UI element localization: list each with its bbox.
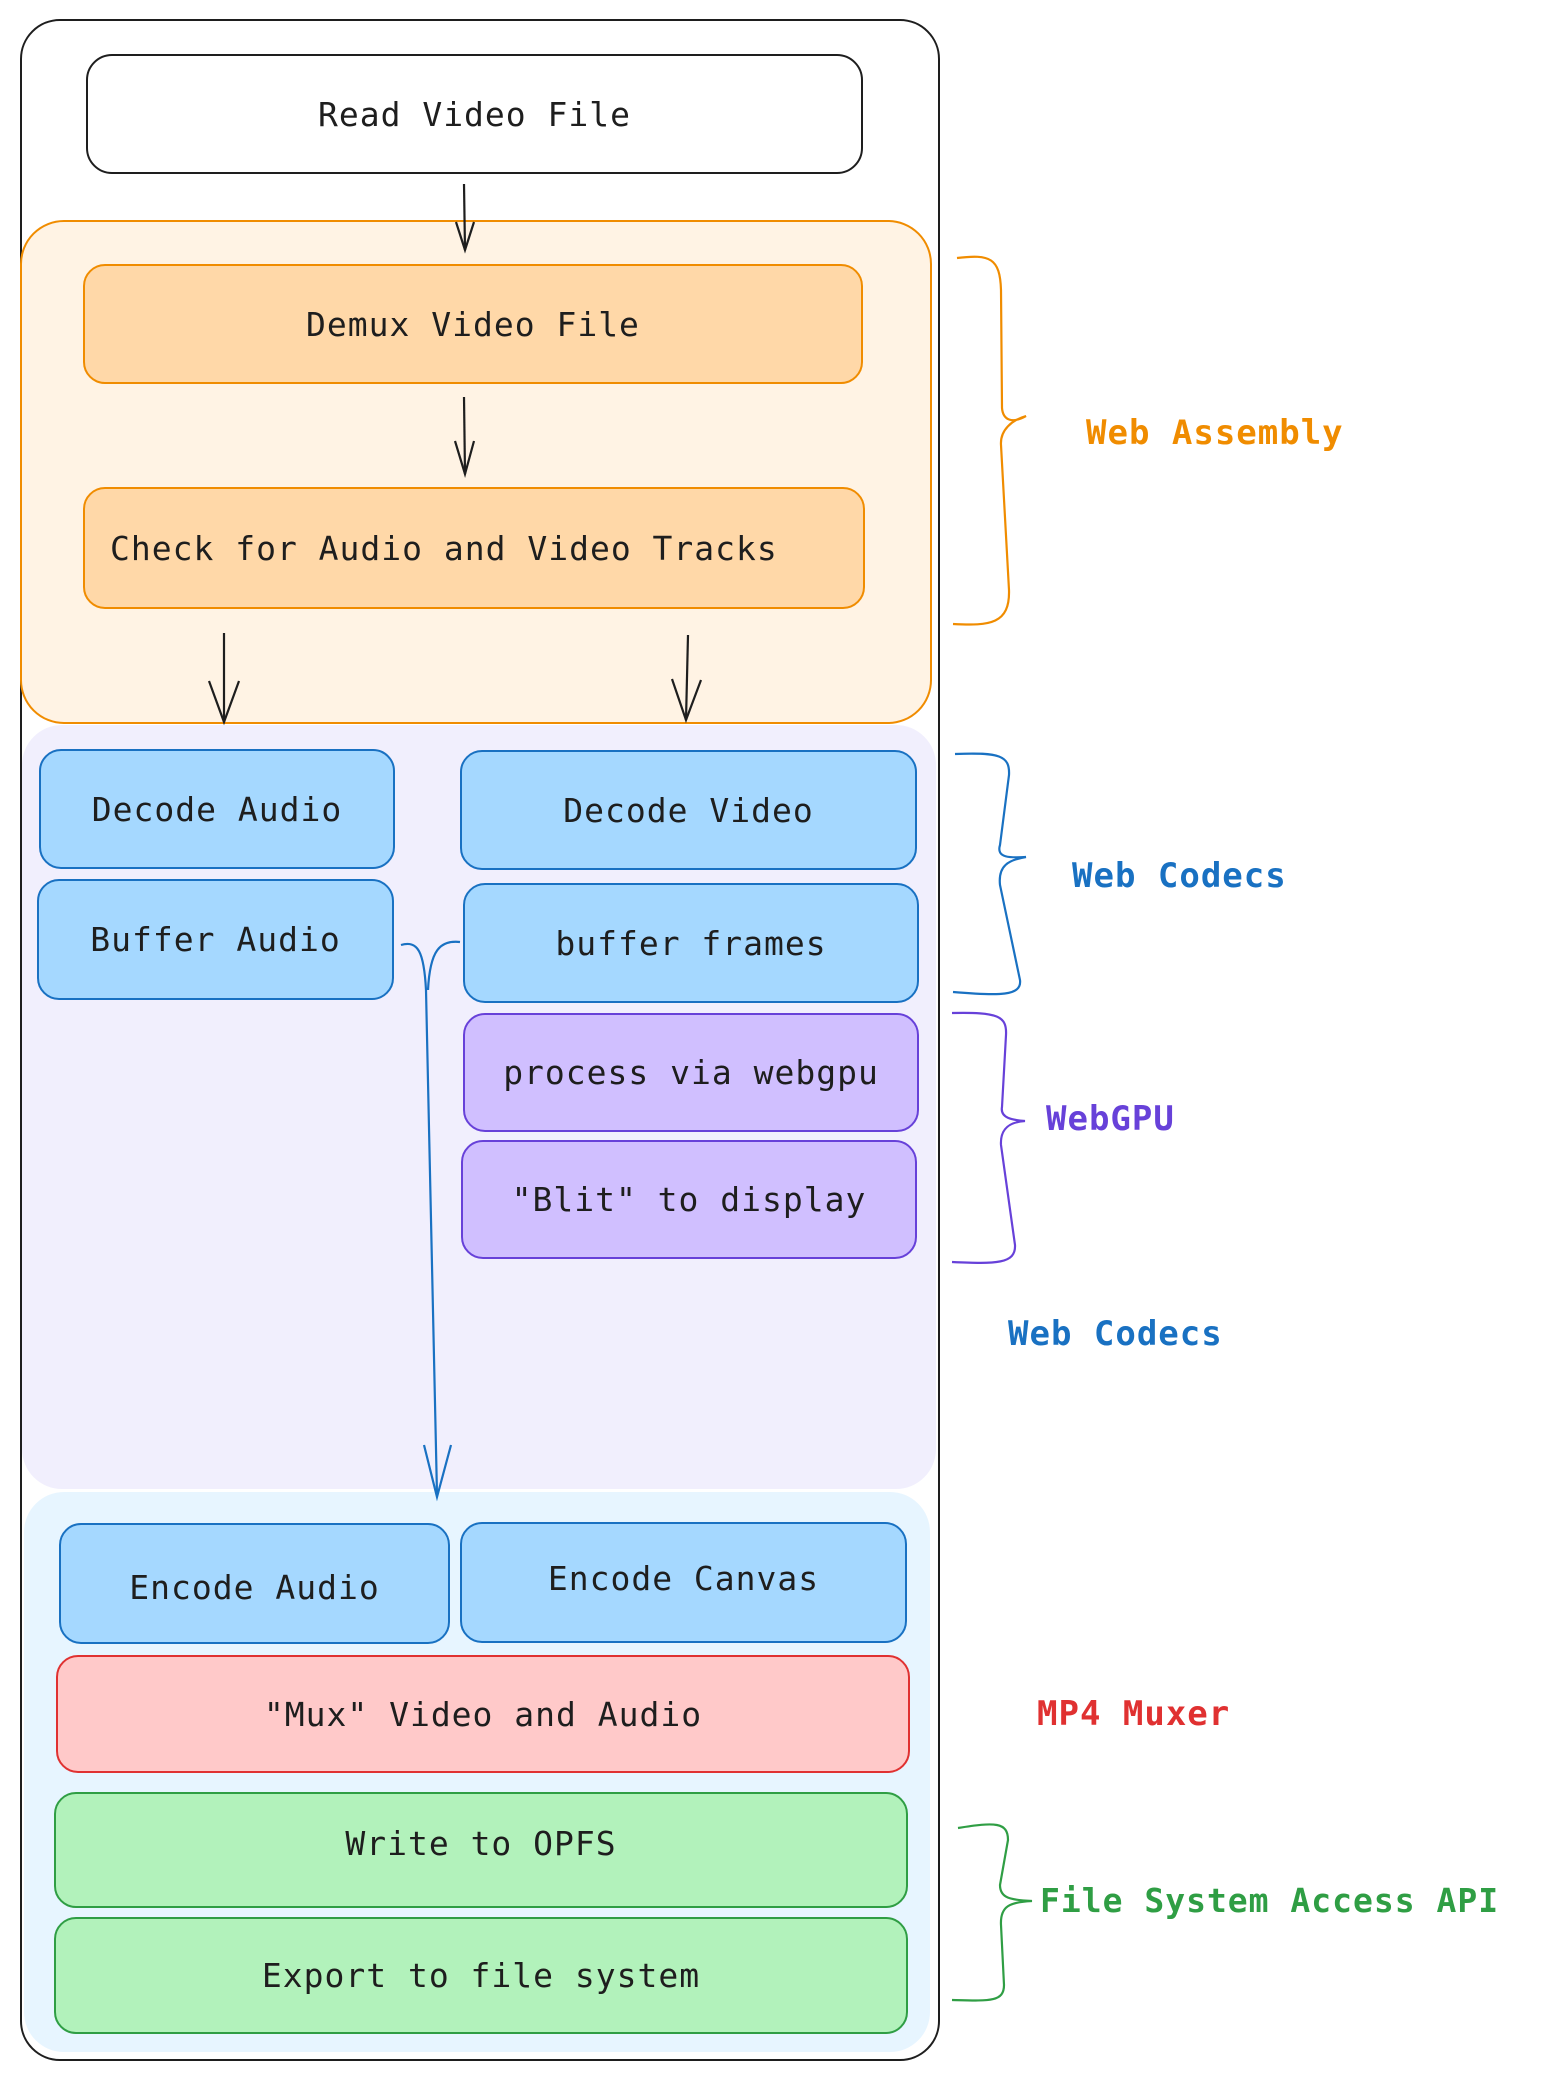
demux-video-file-label: Demux Video File xyxy=(306,304,640,344)
file-system-access-brace xyxy=(951,1823,1033,2002)
decode-video-step: Decode Video xyxy=(460,750,917,870)
mux-label: "Mux" Video and Audio xyxy=(263,1694,703,1734)
process-webgpu-step: process via webgpu xyxy=(463,1013,919,1132)
encode-canvas-label: Encode Canvas xyxy=(547,1559,820,1598)
read-video-file-label: Read Video File xyxy=(317,94,631,134)
buffer-frames-step: buffer frames xyxy=(463,883,919,1003)
export-fs-label: Export to file system xyxy=(261,1956,701,1995)
web-assembly-brace xyxy=(952,255,1027,626)
encode-canvas-step: Encode Canvas xyxy=(460,1522,907,1643)
encode-audio-label: Encode Audio xyxy=(129,1568,380,1607)
decode-audio-label: Decode Audio xyxy=(91,789,343,829)
buffer-frames-label: buffer frames xyxy=(555,923,827,963)
web-codecs-decode-annotation: Web Codecs xyxy=(1072,856,1287,896)
buffer-audio-label: Buffer Audio xyxy=(90,920,341,959)
write-opfs-step: Write to OPFS xyxy=(54,1792,908,1908)
process-webgpu-label: process via webgpu xyxy=(503,1053,879,1092)
encode-audio-step: Encode Audio xyxy=(59,1523,450,1644)
blit-display-label: "Blit" to display xyxy=(511,1180,867,1219)
webgpu-brace xyxy=(951,1011,1026,1264)
web-assembly-annotation: Web Assembly xyxy=(1086,413,1344,453)
export-fs-step: Export to file system xyxy=(54,1917,908,2034)
decode-video-label: Decode Video xyxy=(563,790,814,830)
web-codecs-encode-annotation: Web Codecs xyxy=(1008,1314,1223,1354)
buffer-audio-step: Buffer Audio xyxy=(37,879,394,1000)
check-tracks-label: Check for Audio and Video Tracks xyxy=(110,528,778,568)
pipeline-frame xyxy=(20,19,940,2061)
mp4-muxer-annotation: MP4 Muxer xyxy=(1037,1694,1231,1734)
write-opfs-label: Write to OPFS xyxy=(345,1823,617,1863)
read-video-file-step: Read Video File xyxy=(86,54,863,174)
webgpu-annotation: WebGPU xyxy=(1046,1099,1175,1139)
file-system-access-annotation: File System Access API xyxy=(1040,1881,1500,1920)
decode-audio-step: Decode Audio xyxy=(39,749,395,869)
web-codecs-brace xyxy=(952,752,1027,996)
demux-video-file-step: Demux Video File xyxy=(83,264,863,384)
mux-step: "Mux" Video and Audio xyxy=(56,1655,910,1773)
blit-display-step: "Blit" to display xyxy=(461,1140,917,1259)
check-tracks-step: Check for Audio and Video Tracks xyxy=(83,487,865,609)
